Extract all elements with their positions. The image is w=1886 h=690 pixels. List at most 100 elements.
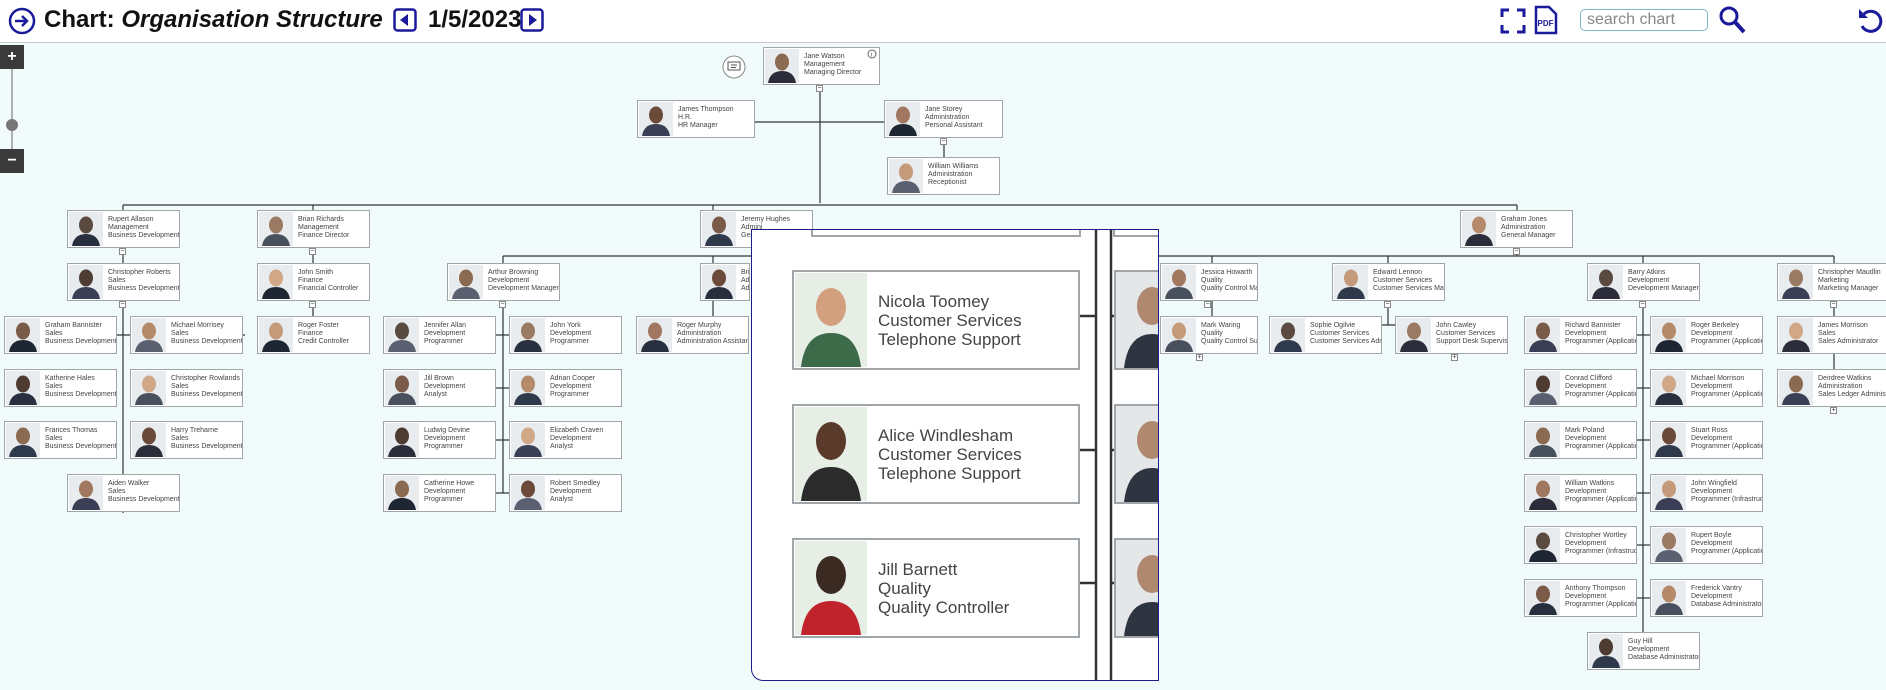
node-dept: Administration	[925, 114, 970, 121]
collapse-toggle[interactable]: −	[309, 248, 316, 255]
node-dept: Development	[1565, 488, 1607, 495]
node-role: Receptionist	[928, 179, 967, 186]
triangle-left-icon[interactable]	[393, 8, 417, 32]
collapse-toggle[interactable]: −	[1830, 301, 1837, 308]
node-dept: Sales	[171, 383, 189, 390]
expand-toggle[interactable]: +	[1196, 354, 1203, 361]
triangle-right-icon[interactable]	[520, 8, 544, 32]
expand-toggle[interactable]: +	[1830, 407, 1837, 414]
preview-node-partial[interactable]	[1114, 270, 1158, 370]
expand-icon[interactable]	[1500, 8, 1526, 34]
collapse-toggle[interactable]: −	[309, 301, 316, 308]
org-node[interactable]: Brian LAdminiAdmini	[700, 263, 750, 301]
node-dept: Sales	[45, 435, 63, 442]
undo-icon[interactable]	[1856, 6, 1884, 34]
collapse-toggle[interactable]: −	[119, 301, 126, 308]
collapse-toggle[interactable]: −	[1204, 301, 1211, 308]
speech-bubble-icon[interactable]	[722, 55, 746, 79]
node-dept: Admini	[741, 277, 750, 284]
search-input[interactable]: search chart	[1580, 9, 1708, 31]
collapse-toggle[interactable]: −	[1384, 301, 1391, 308]
zoom-slider-handle[interactable]	[5, 118, 19, 132]
collapse-toggle[interactable]: −	[940, 138, 947, 145]
zoom-in-button[interactable]: +	[0, 45, 24, 69]
avatar	[385, 423, 419, 457]
arrow-circle-right-icon[interactable]	[8, 7, 36, 35]
preview-node-partial[interactable]	[1114, 404, 1158, 504]
expand-toggle[interactable]: +	[1451, 354, 1458, 361]
node-role: Telephone Support	[878, 330, 1021, 349]
avatar	[1589, 265, 1623, 299]
info-icon[interactable]: i	[867, 49, 877, 59]
collapse-toggle[interactable]: −	[1639, 301, 1646, 308]
collapse-toggle[interactable]: −	[119, 248, 126, 255]
node-name: Elizabeth Craven	[550, 427, 604, 434]
collapse-toggle[interactable]: −	[499, 301, 506, 308]
node-name: Katherine Hales	[45, 375, 95, 382]
preview-node-partial[interactable]	[1114, 538, 1158, 638]
collapse-toggle[interactable]: −	[816, 85, 823, 92]
magnifier-icon[interactable]	[1718, 5, 1746, 35]
pdf-icon[interactable]: PDF	[1533, 5, 1559, 35]
avatar	[69, 265, 103, 299]
zoom-out-button[interactable]: −	[0, 149, 24, 173]
collapse-toggle[interactable]: −	[1513, 248, 1520, 255]
